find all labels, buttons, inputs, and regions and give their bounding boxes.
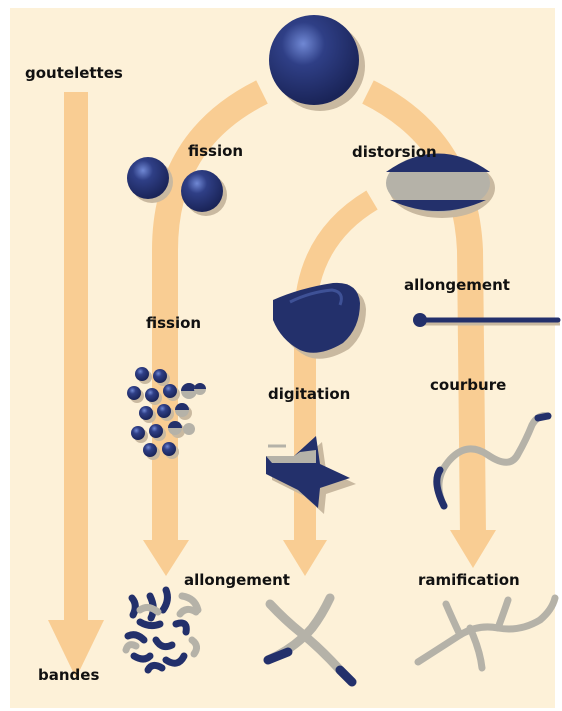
label-ramification: ramification xyxy=(418,571,520,589)
label-fission-top: fission xyxy=(188,142,243,160)
label-courbure: courbure xyxy=(430,376,506,394)
label-bandes: bandes xyxy=(38,666,99,684)
label-distorsion: distorsion xyxy=(352,143,437,161)
label-fission-middle: fission xyxy=(146,314,201,332)
label-goutelettes: goutelettes xyxy=(25,64,123,82)
label-allongement-right: allongement xyxy=(404,276,510,294)
label-digitation: digitation xyxy=(268,385,350,403)
label-allongement-bottom: allongement xyxy=(184,571,290,589)
